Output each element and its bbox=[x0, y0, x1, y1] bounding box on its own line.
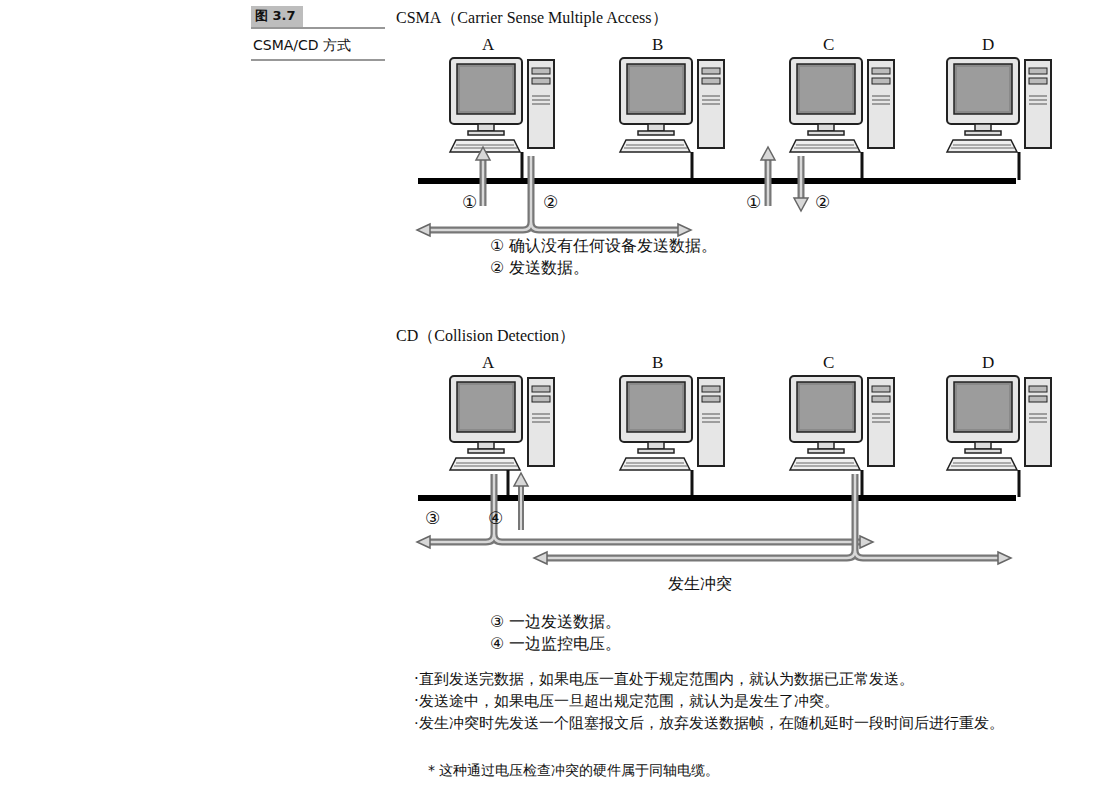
rule-note: ·直到发送完数据，如果电压一直处于规定范围内，就认为数据已正常发送。 bbox=[414, 670, 914, 689]
drop-cables bbox=[508, 470, 1019, 497]
figure-tab bbox=[251, 6, 303, 27]
arrow-heads bbox=[417, 473, 1011, 564]
section-heading: CD（Collision Detection） bbox=[396, 326, 575, 346]
station-letter: C bbox=[823, 352, 834, 373]
station-letter: A bbox=[482, 34, 494, 55]
rule-note: ·发生冲突时先发送一个阻塞报文后，放弃发送数据帧，在随机延时一段时间后进行重发。 bbox=[414, 714, 1114, 732]
bus-cable bbox=[418, 178, 1016, 184]
computers bbox=[450, 376, 1051, 470]
bus-cable bbox=[418, 495, 1016, 501]
rule bbox=[251, 59, 385, 60]
section-heading: CSMA（Carrier Sense Multiple Access） bbox=[396, 8, 668, 28]
callout-number: ① bbox=[746, 192, 761, 213]
station-letter: C bbox=[823, 34, 834, 55]
rule bbox=[251, 27, 385, 28]
callout-number: ③ bbox=[425, 508, 440, 529]
station-letter: B bbox=[652, 352, 663, 373]
station-letter: D bbox=[982, 352, 994, 373]
computers bbox=[450, 58, 1051, 152]
callout-number: ② bbox=[543, 192, 558, 213]
signal-arrows bbox=[428, 156, 801, 230]
footnote: * 这种通过电压检查冲突的硬件属于同轴电缆。 bbox=[428, 762, 719, 780]
signal-arrows bbox=[428, 474, 1000, 558]
step-note: ④ 一边监控电压。 bbox=[490, 634, 621, 654]
station-letter: A bbox=[482, 352, 494, 373]
collision-label: 发生冲突 bbox=[668, 574, 732, 594]
step-note: ① 确认没有任何设备发送数据。 bbox=[490, 236, 717, 256]
station-letter: D bbox=[982, 34, 994, 55]
figure-title: CSMA/CD 方式 bbox=[253, 37, 351, 55]
arrow-heads bbox=[417, 147, 808, 236]
callout-number: ① bbox=[462, 192, 477, 213]
figure-number: 图 3.7 bbox=[255, 8, 296, 24]
callout-number: ② bbox=[815, 192, 830, 213]
station-letter: B bbox=[652, 34, 663, 55]
step-note: ③ 一边发送数据。 bbox=[490, 612, 621, 632]
callout-number: ④ bbox=[488, 508, 503, 529]
step-note: ② 发送数据。 bbox=[490, 258, 589, 278]
rule-note: ·发送途中，如果电压一旦超出规定范围，就认为是发生了冲突。 bbox=[414, 692, 839, 711]
